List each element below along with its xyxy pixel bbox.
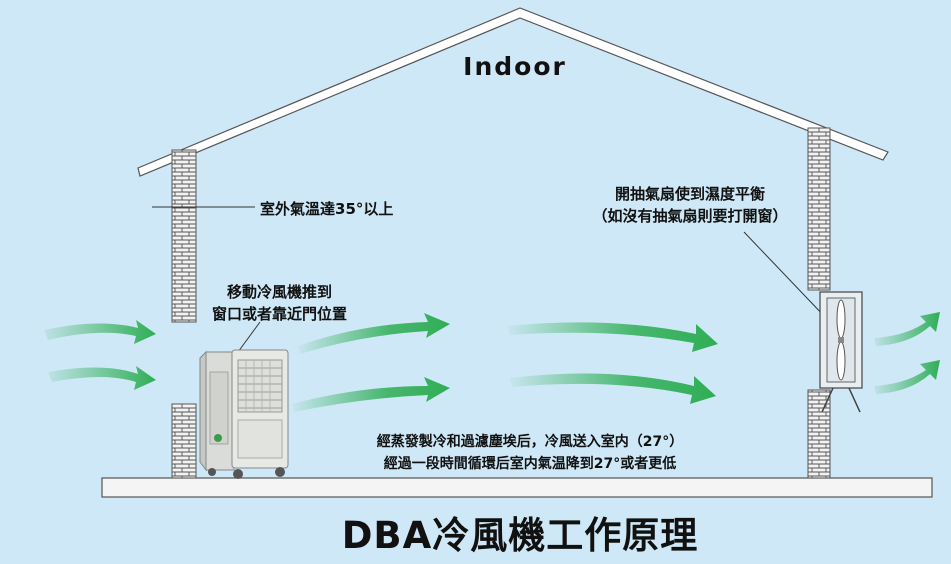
exhaust-fan-label: 開抽氣扇使到濕度平衡 （如沒有抽氣扇則要打開窗） — [565, 183, 815, 227]
floor-slab — [101, 477, 933, 498]
outside-arrow-bottom — [48, 366, 156, 390]
fan-label-line-2: （如沒有抽氣扇則要打開窗） — [592, 207, 788, 225]
outside-arrow-top — [44, 320, 156, 344]
right-wall-lower — [807, 389, 831, 479]
airflow-arrows-outside-right — [874, 312, 940, 394]
exhaust-fan-icon — [819, 291, 863, 413]
process-label-line-2: 經過一段時間循環后室内氣温降到27°或者更低 — [383, 456, 677, 472]
airflow-arrows-indoor — [292, 313, 718, 412]
house-title: Indoor — [463, 52, 567, 81]
diagram-caption: DBA冷風機工作原理 — [341, 514, 699, 557]
exhaust-arrow-bottom — [874, 360, 940, 394]
cooler-placement-label: 移動冷風機推到 窗口或者靠近門位置 — [212, 281, 347, 325]
exhaust-arrow-top — [874, 312, 940, 346]
fan-leader — [743, 231, 827, 319]
cooling-process-label: 經蒸發製冷和過濾塵埃后，冷風送入室内（27°） 經過一段時間循環后室内氣温降到2… — [330, 431, 730, 475]
left-wall-lower — [171, 403, 197, 479]
left-wall-upper — [171, 149, 197, 323]
indoor-arrow-4 — [510, 373, 716, 404]
process-label-line-1: 經蒸發製冷和過濾塵埃后，冷風送入室内（27°） — [376, 434, 684, 450]
cooler-label-line-2: 窗口或者靠近門位置 — [212, 305, 348, 323]
indoor-arrow-2 — [292, 377, 450, 412]
roof — [137, 7, 889, 177]
air-cooler-icon — [199, 349, 289, 479]
indoor-arrow-1 — [298, 313, 450, 354]
cooler-label-line-1: 移動冷風機推到 — [227, 283, 333, 301]
fan-label-line-1: 開抽氣扇使到濕度平衡 — [614, 185, 765, 203]
right-wall-upper — [807, 127, 831, 291]
outdoor-temperature-label: 室外氣溫達35°以上 — [260, 200, 394, 218]
airflow-arrows-outside-left — [44, 320, 156, 390]
indoor-arrow-3 — [508, 322, 718, 352]
cooler-leader — [237, 321, 261, 353]
